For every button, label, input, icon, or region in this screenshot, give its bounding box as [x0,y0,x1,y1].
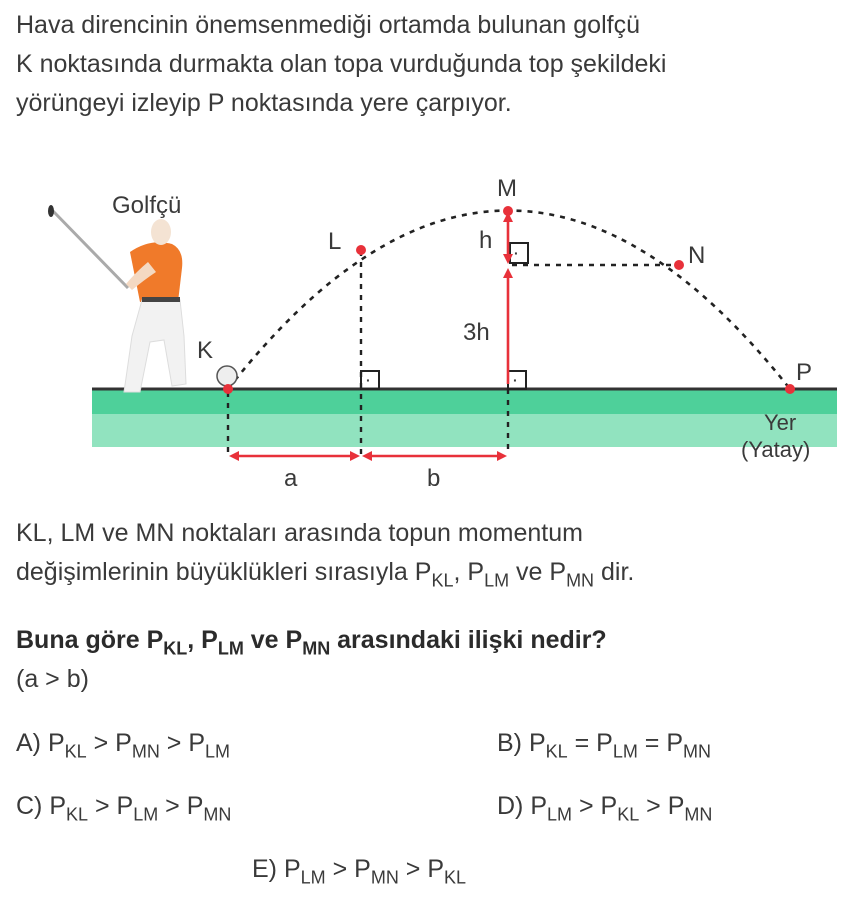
right-angle-L [360,370,380,390]
point-L-dot [356,245,366,255]
label-a: a [284,465,298,492]
intro-line-2: K noktasında durmakta olan topa vurduğun… [16,50,667,78]
label-b: b [427,465,440,492]
point-K-dot [223,384,233,394]
question: Buna göre PKL, PLM ve PMN arasındaki ili… [16,621,607,699]
right-angle-M-dot: · [513,372,518,388]
label-N: N [688,242,705,269]
description-line-1: KL, LM ve MN noktaları arasında topun mo… [16,519,583,547]
golfer-label: Golfçü [112,192,181,219]
label-h: h [479,227,492,254]
golf-ball [216,365,238,387]
intro-line-1: Hava direncinin önemsenmediği ortamda bu… [16,11,640,39]
problem-intro: Hava direncinin önemsenmediği ortamda bu… [16,6,846,123]
point-M-dot [503,206,513,216]
label-3h: 3h [463,319,490,346]
golfer-head [151,219,171,245]
option-C[interactable]: C) PKL > PLM > PMN [16,792,232,825]
golfer-shirt [130,242,183,302]
golfer-illustration [48,205,187,393]
option-D[interactable]: D) PLM > PKL > PMN [497,792,713,825]
ground-gradient [92,414,837,447]
intro-line-3: yörüngeyi izleyip P noktasında yere çarp… [16,89,512,117]
ground-label: Yer [764,410,796,435]
momentum-description: KL, LM ve MN noktaları arasında topun mo… [16,514,634,592]
point-N-dot [674,260,684,270]
point-P-dot [785,384,795,394]
ground-sublabel: (Yatay) [741,437,810,462]
right-angle-L-dot: · [366,372,371,388]
golf-club [50,208,130,290]
question-condition: (a > b) [16,665,89,693]
club-head [48,205,54,217]
golfer-arm [126,262,156,290]
golfer-pants [123,299,187,393]
option-E[interactable]: E) PLM > PMN > PKL [252,855,467,888]
option-A[interactable]: A) PKL > PMN > PLM [16,729,231,762]
right-angle-N [509,242,529,264]
label-K: K [197,337,213,364]
label-L: L [328,228,341,255]
question-text: Buna göre PKL, PLM ve PMN arasındaki ili… [16,626,607,659]
trajectory-figure: · · · Golfçü K L M N P h 3h a b Yer (Yat… [48,175,837,492]
golfer-belt [142,297,180,302]
description-line-2: değişimlerinin büyüklükleri sırasıyla PK… [16,558,635,591]
option-B[interactable]: B) PKL = PLM = PMN [497,729,712,762]
label-P: P [796,359,812,386]
right-angle-N-dot: · [514,245,519,261]
label-M: M [497,175,517,202]
